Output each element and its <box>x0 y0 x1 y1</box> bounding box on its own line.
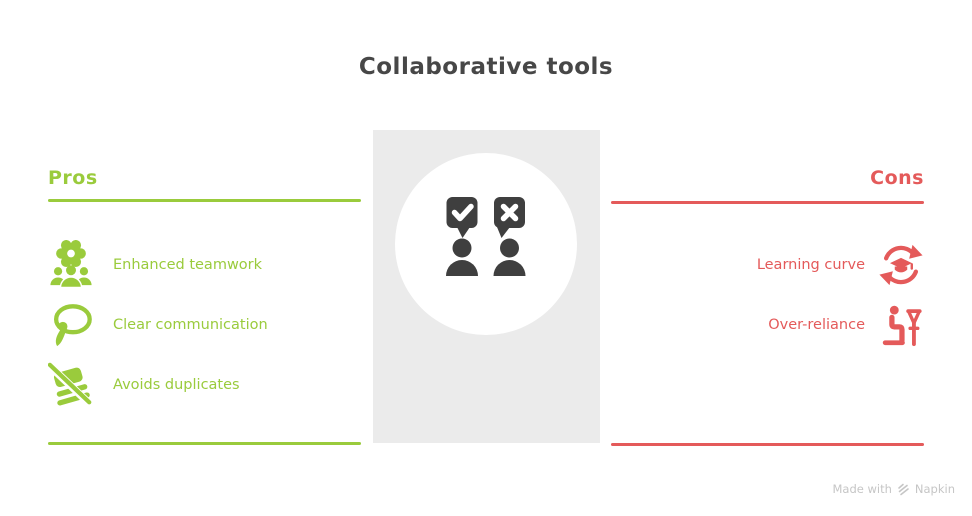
pros-item-label: Avoids duplicates <box>113 377 240 393</box>
napkin-logo-icon <box>898 483 909 495</box>
pros-heading: Pros <box>48 167 98 189</box>
learning-cycle-graduation-icon <box>878 240 924 290</box>
made-with-napkin-credit: Made with Napkin <box>833 482 956 496</box>
pros-item-clear-communication: Clear communication <box>48 299 268 351</box>
cons-divider-top <box>611 201 924 204</box>
pros-item-enhanced-teamwork: Enhanced teamwork <box>48 239 262 291</box>
pros-item-label: Enhanced teamwork <box>113 257 263 273</box>
pros-divider-bottom <box>48 442 361 445</box>
cons-item-label: Over-reliance <box>768 317 865 333</box>
illustration-panel <box>373 130 600 443</box>
cons-heading: Cons <box>870 167 924 189</box>
pros-divider-top <box>48 199 361 202</box>
page-title: Collaborative tools <box>358 54 614 80</box>
two-people-yes-no-speech-bubbles-icon <box>446 197 526 276</box>
cons-item-learning-curve: Learning curve <box>757 239 924 291</box>
cons-item-label: Learning curve <box>756 257 865 273</box>
no-duplicates-layers-icon <box>48 360 94 410</box>
made-with-label: Made with <box>832 482 892 496</box>
napkin-brand-label: Napkin <box>914 482 955 496</box>
pros-item-label: Clear communication <box>113 317 268 333</box>
cons-divider-bottom <box>611 443 924 446</box>
teamwork-gear-people-icon <box>48 240 94 290</box>
speech-bubble-icon <box>48 300 94 350</box>
cons-item-over-reliance: Over-reliance <box>768 299 924 351</box>
illustration-circle <box>395 153 577 335</box>
person-with-crutch-icon <box>878 300 924 350</box>
pros-item-avoids-duplicates: Avoids duplicates <box>48 359 240 411</box>
